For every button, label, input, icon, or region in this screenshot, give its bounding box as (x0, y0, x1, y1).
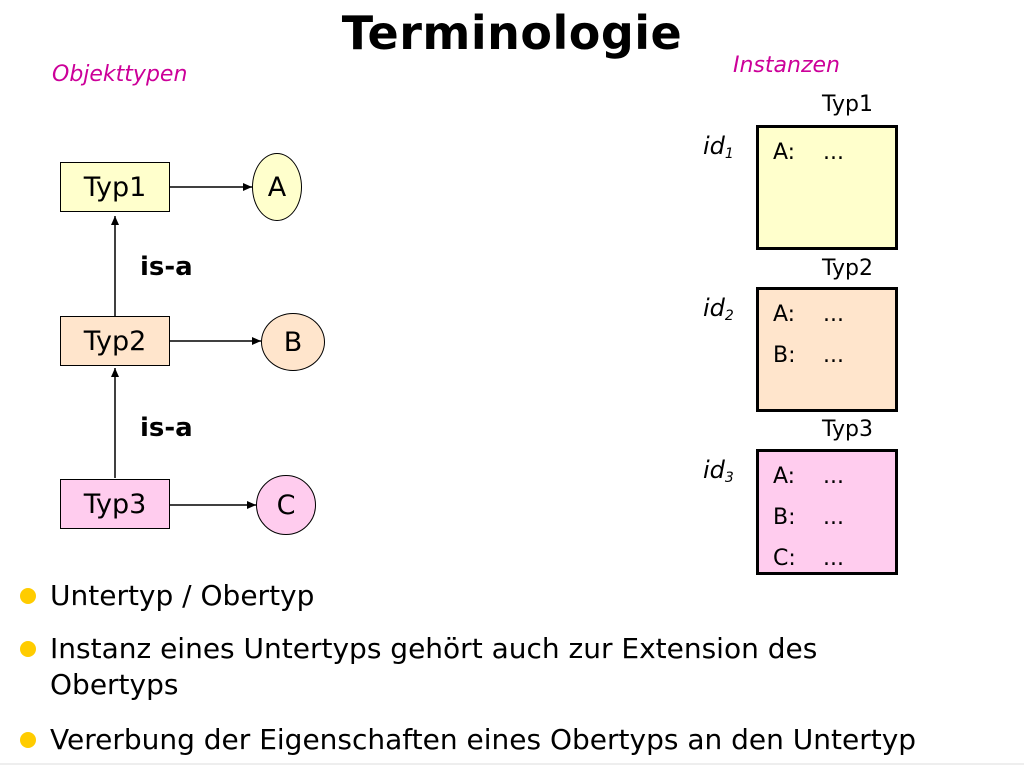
instance-id-2: id2 (703, 294, 734, 324)
instance-type-label-1: Typ1 (822, 92, 873, 117)
instance-id-1: id1 (703, 132, 734, 162)
types-label: Objekttypen (52, 62, 188, 87)
isa-label-1: is-a (140, 252, 193, 282)
instance-row: B:... (773, 343, 844, 368)
bullet-text: Untertyp / Obertyp (50, 579, 315, 612)
attribute-a: A (252, 153, 302, 221)
instance-id-3: id3 (703, 456, 734, 486)
instances-label: Instanzen (733, 53, 840, 78)
instance-row: A:... (773, 302, 844, 327)
type-box-typ3: Typ3 (60, 479, 170, 529)
instance-box-1: A:... (756, 125, 898, 250)
instance-box-2: A:... B:... (756, 287, 898, 412)
bullet-dot-icon (20, 588, 36, 604)
attribute-c: C (256, 475, 316, 535)
bullet-dot-icon (20, 641, 36, 657)
bullet-item-2: Instanz eines Untertyps gehört auch zur … (20, 631, 900, 703)
type-box-typ2: Typ2 (60, 316, 170, 366)
instance-type-label-3: Typ3 (822, 417, 873, 442)
bottom-divider (0, 763, 1024, 765)
bullet-text: Instanz eines Untertyps gehört auch zur … (50, 632, 818, 701)
instance-row: A:... (773, 464, 844, 489)
bullet-text: Vererbung der Eigenschaften eines Oberty… (50, 723, 917, 756)
isa-label-2: is-a (140, 413, 193, 443)
bullet-dot-icon (20, 732, 36, 748)
bullet-item-1: Untertyp / Obertyp (20, 578, 314, 614)
slide-title: Terminologie (341, 6, 683, 60)
instance-type-label-2: Typ2 (822, 256, 873, 281)
instance-box-3: A:... B:... C:... (756, 449, 898, 575)
instance-row: A:... (773, 140, 844, 165)
bullet-item-3: Vererbung der Eigenschaften eines Oberty… (20, 722, 916, 758)
attribute-b: B (261, 313, 325, 371)
instance-row: B:... (773, 505, 844, 530)
type-box-typ1: Typ1 (60, 162, 170, 212)
instance-row: C:... (773, 546, 844, 571)
